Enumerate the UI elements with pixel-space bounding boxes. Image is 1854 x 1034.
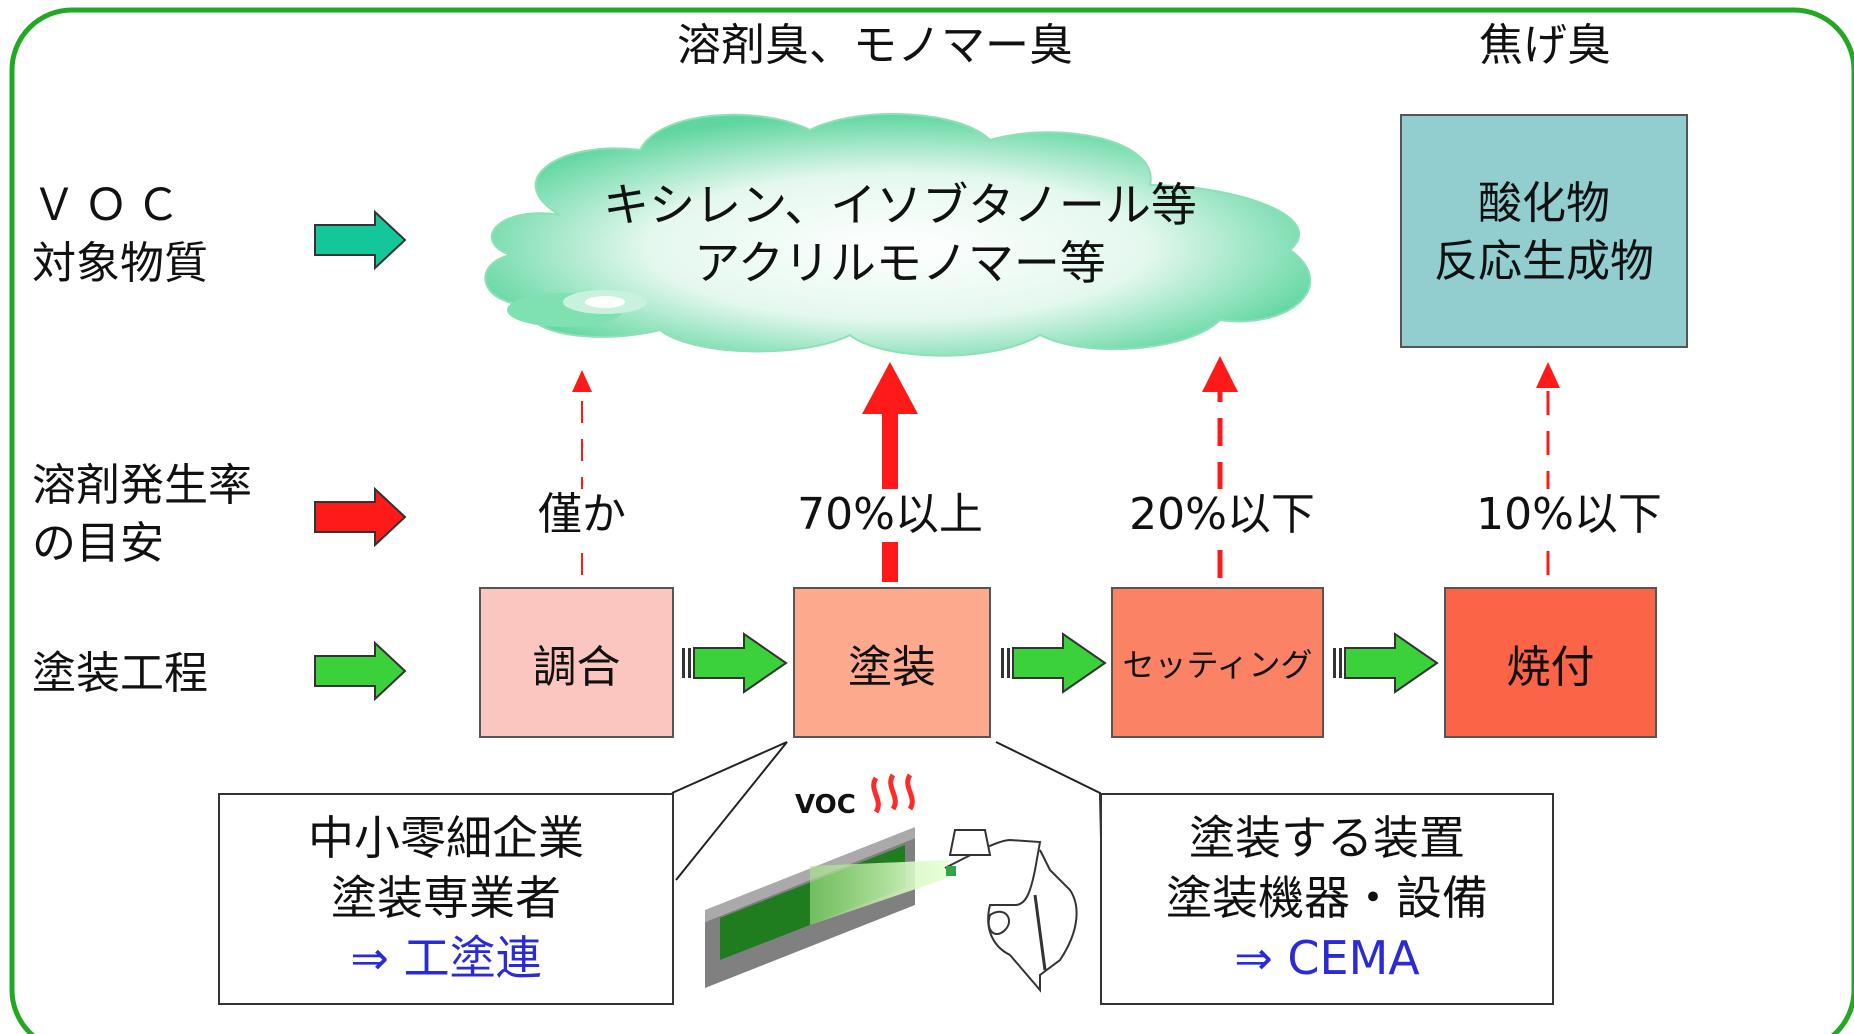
flow-arrow-1 bbox=[682, 632, 788, 694]
callout-right: 塗装する装置 塗装機器・設備 ⇒ CEMA bbox=[1100, 793, 1554, 1005]
rate-baking: 10%以下 bbox=[1458, 489, 1680, 542]
flow-arrow-2 bbox=[1001, 632, 1107, 694]
rate-row-arrow bbox=[314, 486, 407, 548]
odor-solvent-label: 溶剤臭、モノマー臭 bbox=[677, 20, 1073, 71]
voc-row-label-line2: 対象物質 bbox=[32, 238, 208, 289]
process-row-arrow bbox=[314, 640, 407, 702]
flow-arrow-3 bbox=[1333, 632, 1439, 694]
rate-mixing: 僅か bbox=[522, 489, 642, 542]
rate-setting: 20%以下 bbox=[1112, 489, 1332, 542]
step-setting: セッティング bbox=[1111, 587, 1324, 738]
rate-row-label-line2: の目安 bbox=[32, 518, 164, 569]
callout-right-link[interactable]: ⇒ CEMA bbox=[1234, 930, 1420, 985]
step-mixing: 調合 bbox=[479, 587, 674, 738]
callout-left: 中小零細企業 塗装専業者 ⇒ 工塗連 bbox=[218, 793, 674, 1005]
oxide-box bbox=[1400, 114, 1688, 348]
callout-left-pointer bbox=[671, 741, 788, 881]
outer-frame bbox=[9, 7, 1854, 1034]
callout-left-line1: 中小零細企業 bbox=[308, 811, 584, 866]
oxide-text-line2: 反応生成物 bbox=[1434, 236, 1654, 287]
up-arrow-baking bbox=[1536, 362, 1560, 575]
voc-row-arrow bbox=[314, 209, 407, 271]
up-arrow-painting bbox=[862, 362, 918, 582]
rate-painting: 70%以上 bbox=[770, 489, 1010, 542]
process-row-label: 塗装工程 bbox=[32, 648, 208, 699]
odor-burnt-label: 焦げ臭 bbox=[1479, 20, 1611, 71]
voc-cloud bbox=[484, 113, 1312, 357]
step-painting: 塗装 bbox=[793, 587, 991, 738]
cloud-text-line2: アクリルモノマー等 bbox=[694, 236, 1106, 290]
spray-painting-illustration bbox=[705, 773, 1078, 993]
callout-left-line2: 塗装専業者 bbox=[331, 871, 561, 926]
cloud-text-line1: キシレン、イソブタノール等 bbox=[603, 178, 1197, 232]
oxide-text-line1: 酸化物 bbox=[1478, 178, 1610, 229]
rate-row-label-line1: 溶剤発生率 bbox=[32, 460, 252, 511]
voc-row-label-line1: ＶＯＣ bbox=[32, 180, 188, 231]
step-baking: 焼付 bbox=[1444, 587, 1657, 738]
callout-right-line1: 塗装する装置 bbox=[1189, 811, 1465, 866]
callout-right-pointer bbox=[995, 741, 1103, 886]
up-arrow-setting bbox=[1202, 356, 1238, 578]
callout-right-line2: 塗装機器・設備 bbox=[1166, 871, 1488, 926]
up-arrow-mixing bbox=[572, 370, 592, 575]
callout-left-link[interactable]: ⇒ 工塗連 bbox=[350, 930, 542, 985]
spray-voc-label: VOC bbox=[795, 790, 856, 820]
